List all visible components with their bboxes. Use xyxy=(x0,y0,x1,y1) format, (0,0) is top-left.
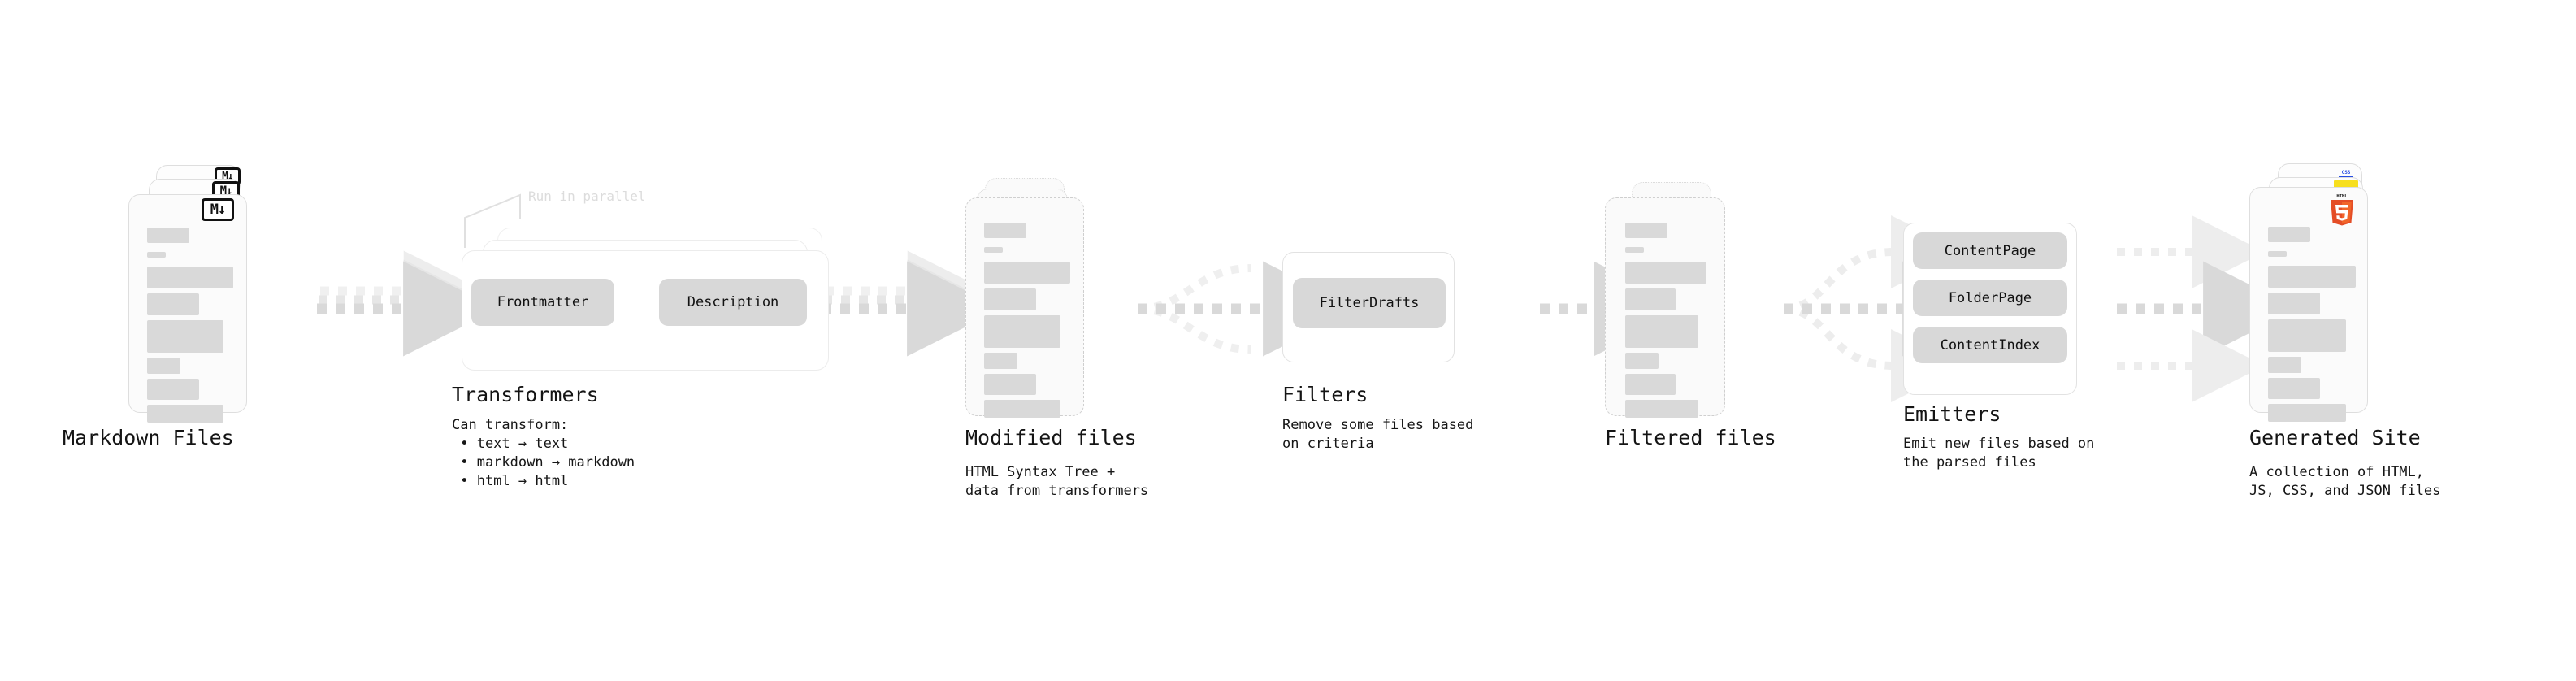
stage-subtitle-modified-files: HTML Syntax Tree + data from transformer… xyxy=(965,464,1149,499)
doc-line xyxy=(1625,262,1706,284)
doc-line xyxy=(147,252,166,258)
doc-line xyxy=(147,228,189,243)
arrow-emitters-to-site xyxy=(2117,215,2299,402)
doc-line xyxy=(2268,378,2320,399)
stage-subtitle-generated-site: A collection of HTML, JS, CSS, and JSON … xyxy=(2249,464,2441,499)
doc-line xyxy=(2268,293,2320,314)
stage-subtitle-transformers: Can transform: • text → text • markdown … xyxy=(452,417,635,489)
doc-line xyxy=(147,320,223,353)
arrow-transformers-to-modified xyxy=(822,250,1003,357)
site-file-front xyxy=(2249,187,2368,422)
doc-line xyxy=(147,293,199,315)
doc-line xyxy=(984,288,1036,310)
doc-line xyxy=(984,223,1026,238)
stage-title-modified-files: Modified files xyxy=(965,426,1137,449)
stage-title-generated-site: Generated Site xyxy=(2249,426,2421,449)
transformer-node-description[interactable]: Description xyxy=(659,279,807,326)
markdown-icon: M↓ xyxy=(202,198,234,221)
html5-icon-svg: HTML xyxy=(2331,194,2353,226)
stage-title-filtered-files: Filtered files xyxy=(1605,426,1776,449)
doc-line xyxy=(2268,251,2287,257)
doc-line xyxy=(2268,404,2346,422)
doc-line xyxy=(147,379,199,400)
emitter-node-contentpage[interactable]: ContentPage xyxy=(1913,232,2067,269)
transformer-node-frontmatter[interactable]: Frontmatter xyxy=(471,279,614,326)
doc-line xyxy=(2268,227,2310,242)
doc-line xyxy=(984,374,1036,395)
modified-file-front xyxy=(965,197,1084,418)
css3-icon-svg: CSS xyxy=(2339,170,2353,178)
stage-title-transformers: Transformers xyxy=(452,383,599,406)
doc-line xyxy=(1625,223,1667,238)
svg-text:CSS: CSS xyxy=(2342,170,2351,176)
doc-line xyxy=(984,262,1070,284)
arrow-filtered-to-emitters xyxy=(1783,215,1998,402)
arrow-markdown-to-transformers xyxy=(317,250,499,357)
stage-title-emitters: Emitters xyxy=(1903,402,2001,426)
stage-title-markdown-files: Markdown Files xyxy=(63,426,234,449)
doc-line xyxy=(2268,357,2301,373)
emitter-node-contentindex[interactable]: ContentIndex xyxy=(1913,327,2067,363)
doc-line xyxy=(1625,288,1676,310)
emitter-node-folderpage[interactable]: FolderPage xyxy=(1913,280,2067,316)
html5-icon: HTML xyxy=(2327,192,2357,226)
run-in-parallel-label: Run in parallel xyxy=(528,189,646,204)
doc-line xyxy=(1625,400,1698,418)
markdown-file-front xyxy=(128,194,247,423)
stage-subtitle-filters: Remove some files based on criteria xyxy=(1282,417,1474,452)
doc-line xyxy=(984,400,1060,418)
doc-line xyxy=(1625,315,1698,348)
filtered-file-front xyxy=(1605,197,1725,418)
filter-node-filterdrafts[interactable]: FilterDrafts xyxy=(1293,278,1446,328)
arrow-modified-to-filters xyxy=(1137,261,1359,357)
doc-line xyxy=(984,315,1060,348)
stage-subtitle-emitters: Emit new files based on the parsed files xyxy=(1903,436,2095,471)
doc-line xyxy=(147,405,223,423)
doc-line xyxy=(984,247,1003,253)
doc-line xyxy=(1625,374,1676,395)
doc-line xyxy=(147,267,233,288)
doc-line xyxy=(2268,266,2356,288)
svg-text:HTML: HTML xyxy=(2336,194,2348,199)
doc-line xyxy=(2268,319,2346,352)
stage-title-filters: Filters xyxy=(1282,383,1368,406)
doc-line xyxy=(1625,247,1644,253)
doc-line xyxy=(147,358,180,374)
doc-line xyxy=(984,353,1017,369)
css3-icon: CSS xyxy=(2337,167,2355,178)
doc-line xyxy=(1625,353,1659,369)
